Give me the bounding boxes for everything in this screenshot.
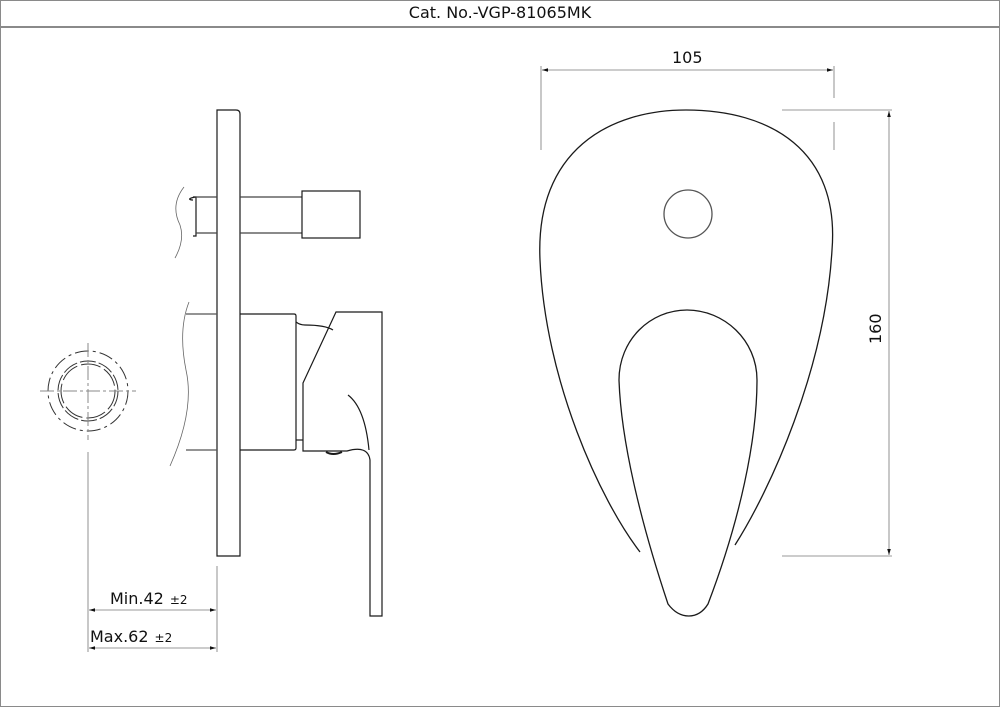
width-dimension-label: 105 (672, 48, 703, 67)
height-dimension-label: 160 (866, 313, 885, 344)
front-view (539, 109, 834, 617)
title-bar: Cat. No.-VGP-81065MK (0, 0, 1000, 28)
max-depth-label: Max.62 ±2 (90, 627, 172, 646)
catalog-number: Cat. No.-VGP-81065MK (408, 3, 592, 22)
min-depth-tolerance: ±2 (169, 593, 188, 607)
end-view (40, 343, 136, 440)
min-depth-value: Min.42 (110, 589, 164, 608)
min-depth-label: Min.42 ±2 (110, 589, 188, 608)
side-view (169, 109, 383, 617)
front-dimensions (540, 66, 892, 557)
depth-dimensions (87, 452, 218, 652)
max-depth-value: Max.62 (90, 627, 149, 646)
max-depth-tolerance: ±2 (154, 631, 173, 645)
